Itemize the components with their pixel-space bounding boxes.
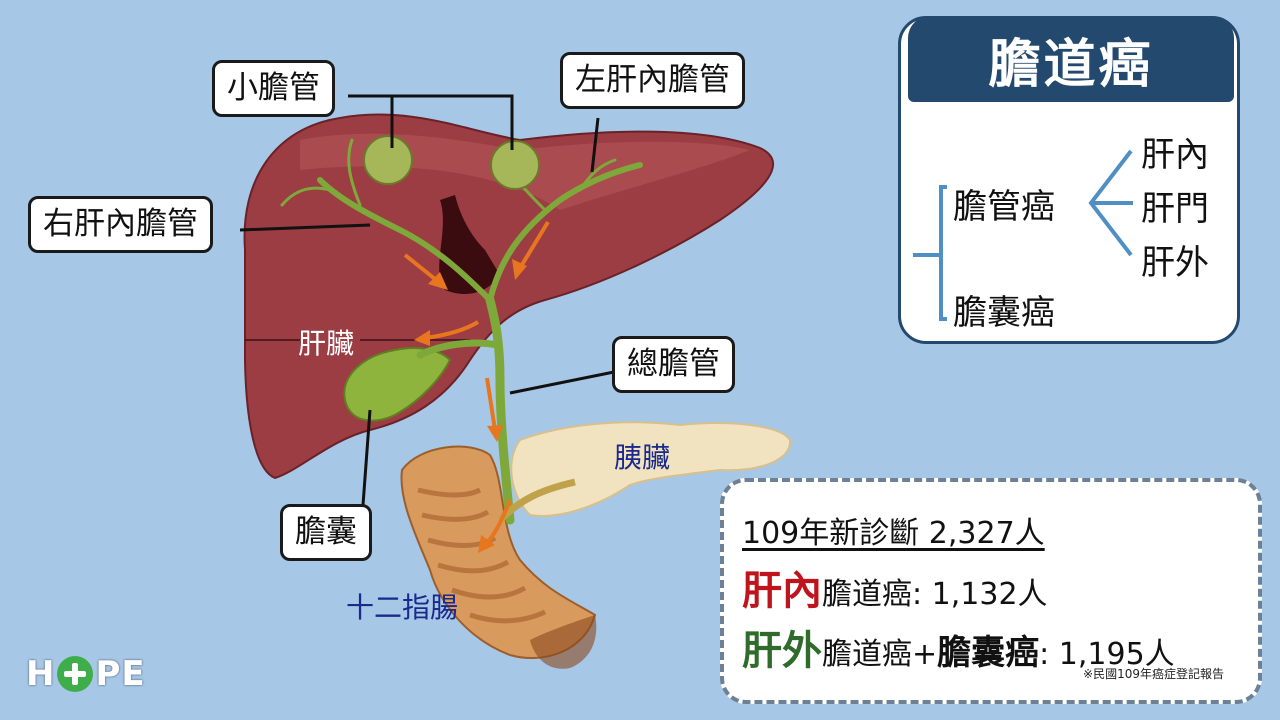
hope-logo: H PE <box>26 654 146 694</box>
label-left-intrahepatic-duct: 左肝內膽管 <box>560 52 745 109</box>
stat-total-diagnoses: 109年新診斷 2,327人 <box>742 516 1045 551</box>
label-common-bile-duct: 總膽管 <box>612 336 735 393</box>
classification-bile-duct-cancer: 膽管癌 <box>953 187 1055 227</box>
logo-text-right: PE <box>95 654 146 694</box>
classification-sub-extrahepatic: 肝外 <box>1141 243 1209 283</box>
stat-extrahepatic-highlight: 肝外 <box>742 628 822 674</box>
label-small-bile-duct: 小膽管 <box>212 60 335 117</box>
stat-extrahepatic: 肝外膽道癌+膽囊癌: 1,195人 <box>742 618 1175 676</box>
arrow-heads <box>414 259 527 553</box>
stat-extrahepatic-mid: 膽道癌+ <box>822 637 938 672</box>
leader-lines <box>239 94 615 506</box>
bile-duct-tree <box>280 138 643 525</box>
incidence-stats-card: 109年新診斷 2,327人 肝內膽道癌: 1,132人 肝外膽道癌+膽囊癌: … <box>720 478 1262 704</box>
organ-label-pancreas: 胰臟 <box>614 441 671 474</box>
stat-source-note: ※民國109年癌症登記報告 <box>1083 667 1224 681</box>
stat-intrahepatic-highlight: 肝內 <box>742 568 822 614</box>
classification-sub-hilar: 肝門 <box>1141 189 1209 229</box>
logo-text-left: H <box>26 654 56 694</box>
stat-intrahepatic-count: 膽道癌: 1,132人 <box>822 577 1048 612</box>
medical-cross-icon <box>57 656 94 692</box>
label-right-intrahepatic-duct: 右肝內膽管 <box>28 196 213 253</box>
gallbladder-shape <box>343 347 452 422</box>
classification-title: 膽道癌 <box>908 16 1234 102</box>
classification-gallbladder-cancer: 膽囊癌 <box>953 293 1055 333</box>
stat-extrahepatic-count: : 1,195人 <box>1039 637 1175 672</box>
classification-sub-intrahepatic: 肝內 <box>1141 135 1209 175</box>
classification-card: 膽道癌 膽管癌 肝內 肝門 肝外 膽囊癌 <box>898 16 1240 344</box>
bile-lobule-left <box>363 135 413 185</box>
pancreas-shape <box>510 421 792 517</box>
stat-gallbladder-highlight: 膽囊癌 <box>937 633 1040 673</box>
classification-bracket <box>913 149 1133 321</box>
organ-label-duodenum: 十二指腸 <box>346 591 459 624</box>
organ-label-liver: 肝臟 <box>298 327 355 360</box>
stat-intrahepatic: 肝內膽道癌: 1,132人 <box>742 558 1048 616</box>
label-gallbladder: 膽囊 <box>280 504 372 561</box>
bile-lobule-right <box>490 140 540 190</box>
